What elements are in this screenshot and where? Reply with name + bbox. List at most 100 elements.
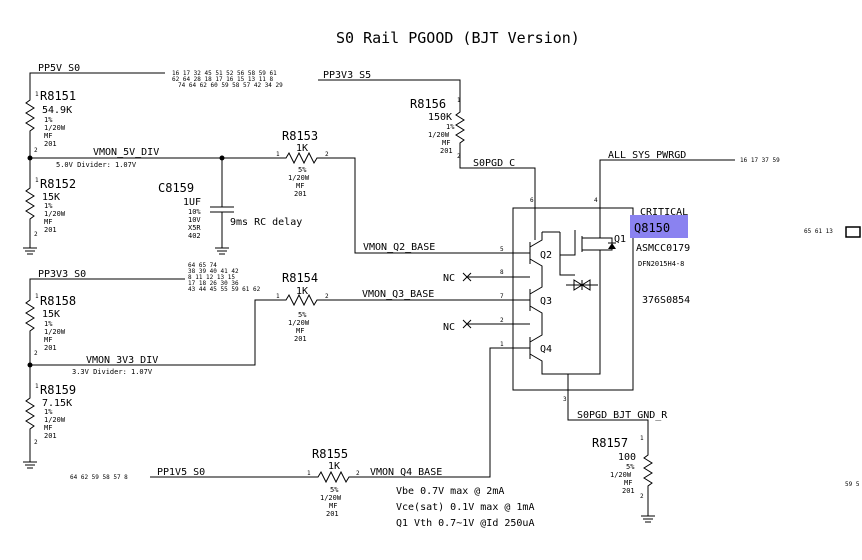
svg-text:201: 201 bbox=[294, 190, 307, 198]
r8152-ref: R8152 bbox=[40, 177, 76, 191]
svg-text:2: 2 bbox=[34, 350, 38, 357]
resistor-r8159: 1 R8159 7.15K 1% 1/20W MF 201 2 bbox=[23, 365, 76, 469]
resistor-r8152: 1 R8152 15K 1% 1/20W MF 201 2 bbox=[23, 158, 76, 255]
r8159-ref: R8159 bbox=[40, 383, 76, 397]
svg-text:Q2: Q2 bbox=[540, 250, 552, 261]
svg-text:1/20W: 1/20W bbox=[44, 328, 66, 336]
svg-text:201: 201 bbox=[622, 487, 635, 495]
svg-text:Q3: Q3 bbox=[540, 296, 552, 307]
nc-pin-8: NC bbox=[443, 272, 530, 284]
q8150-highlight bbox=[630, 215, 688, 238]
r8157-ref: R8157 bbox=[592, 436, 628, 450]
r8156-value: 150K bbox=[428, 112, 452, 123]
svg-text:MF: MF bbox=[296, 182, 304, 190]
svg-text:5: 5 bbox=[500, 246, 504, 253]
svg-text:1%: 1% bbox=[44, 408, 53, 416]
transistor-q1: Q1 bbox=[559, 208, 626, 291]
vmon-3v3-div-net: VMON_3V3_DIV 3.3V Divider: 1.07V bbox=[27, 299, 275, 376]
nc-label: NC bbox=[443, 273, 455, 284]
net-vmon-q4-base: VMON_Q4_BASE bbox=[370, 467, 442, 478]
r8156-ref: R8156 bbox=[410, 97, 446, 111]
svg-text:MF: MF bbox=[44, 132, 52, 140]
svg-text:2: 2 bbox=[640, 493, 644, 500]
svg-text:1/20W: 1/20W bbox=[288, 174, 310, 182]
transistor-q3: Q3 bbox=[505, 282, 552, 328]
svg-text:Q1: Q1 bbox=[614, 234, 626, 245]
net-pp3v3-s0: PP3V3_S0 bbox=[38, 269, 86, 280]
r8159-value: 7.15K bbox=[42, 398, 72, 409]
nc-label: NC bbox=[443, 322, 455, 333]
spec-notes: Vbe 0.7V max @ 2mA Vce(sat) 0.1V max @ 1… bbox=[396, 486, 534, 529]
net-pp5v-s0: PP5V_S0 bbox=[38, 63, 80, 74]
net-pp1v5-s0: PP1V5_S0 bbox=[157, 467, 205, 478]
ground-symbol bbox=[215, 240, 229, 255]
div-3v3-note: 3.3V Divider: 1.07V bbox=[72, 368, 153, 376]
critical-tag: CRITICAL bbox=[640, 207, 688, 218]
svg-text:8: 8 bbox=[500, 269, 504, 276]
svg-text:MF: MF bbox=[44, 218, 52, 226]
resistor-r8158: 1 R8158 15K 1% 1/20W MF 201 2 bbox=[25, 282, 76, 365]
c8159-value: 1UF bbox=[183, 197, 201, 208]
q8150-ref: Q8150 bbox=[634, 221, 670, 235]
svg-text:1: 1 bbox=[500, 341, 504, 348]
q8150-part: ASMCC0179 bbox=[636, 243, 690, 254]
svg-text:7: 7 bbox=[500, 293, 504, 300]
svg-text:MF: MF bbox=[296, 327, 304, 335]
svg-text:43 44 45 55 59 61 62: 43 44 45 55 59 61 62 bbox=[188, 286, 261, 293]
rc-delay-note: 9ms RC delay bbox=[230, 217, 302, 228]
svg-text:10V: 10V bbox=[188, 216, 201, 224]
svg-text:4: 4 bbox=[594, 197, 598, 204]
svg-text:1: 1 bbox=[276, 151, 280, 158]
svg-text:65 61 13: 65 61 13 bbox=[804, 228, 833, 235]
q8150-package: 6 4 5 8 7 2 1 3 Q2 NC bbox=[443, 197, 649, 440]
svg-text:5%: 5% bbox=[298, 166, 307, 174]
q8150-pn: 376S0854 bbox=[642, 295, 690, 306]
r8157-value: 100 bbox=[618, 452, 636, 463]
r8158-ref: R8158 bbox=[40, 294, 76, 308]
r8151-value: 54.9K bbox=[42, 105, 72, 116]
net-s0pgd-bjt-gnd-r: S0PGD_BJT_GND_R bbox=[577, 410, 668, 421]
svg-text:2: 2 bbox=[500, 317, 504, 324]
svg-text:201: 201 bbox=[326, 510, 339, 518]
note-vce: Vce(sat) 0.1V max @ 1mA bbox=[396, 502, 534, 513]
svg-text:1: 1 bbox=[457, 97, 461, 104]
svg-text:2: 2 bbox=[34, 231, 38, 238]
svg-text:1/20W: 1/20W bbox=[610, 471, 632, 479]
svg-text:MF: MF bbox=[329, 502, 337, 510]
ground-symbol bbox=[23, 240, 37, 255]
svg-text:2: 2 bbox=[34, 439, 38, 446]
r8155-value: 1K bbox=[328, 461, 340, 472]
svg-text:5%: 5% bbox=[298, 311, 307, 319]
svg-text:MF: MF bbox=[442, 139, 450, 147]
svg-text:1: 1 bbox=[276, 293, 280, 300]
svg-text:2: 2 bbox=[34, 147, 38, 154]
svg-text:1/20W: 1/20W bbox=[288, 319, 310, 327]
svg-text:X5R: X5R bbox=[188, 224, 201, 232]
svg-text:201: 201 bbox=[44, 344, 57, 352]
page-title: S0 Rail PGOOD (BJT Version) bbox=[336, 29, 580, 47]
svg-text:38 39 40 41 42: 38 39 40 41 42 bbox=[188, 268, 239, 275]
svg-text:59 5: 59 5 bbox=[845, 481, 860, 488]
r8153-ref: R8153 bbox=[282, 129, 318, 143]
svg-text:MF: MF bbox=[44, 424, 52, 432]
svg-text:Q4: Q4 bbox=[540, 344, 552, 355]
r8158-value: 15K bbox=[42, 309, 60, 320]
note-vbe: Vbe 0.7V max @ 2mA bbox=[396, 486, 504, 497]
pp3v3-s0-rail: PP3V3_S0 64 65 74 38 39 40 41 42 8 11 12… bbox=[29, 262, 261, 293]
vmon-5v-div-net: VMON_5V_DIV 5.0V Divider: 1.07V bbox=[27, 147, 270, 169]
svg-text:1: 1 bbox=[35, 91, 39, 98]
svg-text:1/20W: 1/20W bbox=[44, 416, 66, 424]
svg-text:1/20W: 1/20W bbox=[320, 494, 342, 502]
svg-text:1: 1 bbox=[35, 293, 39, 300]
svg-text:1%: 1% bbox=[446, 123, 455, 131]
svg-text:2: 2 bbox=[325, 293, 329, 300]
svg-text:6: 6 bbox=[530, 197, 534, 204]
svg-text:1: 1 bbox=[35, 383, 39, 390]
svg-text:1%: 1% bbox=[44, 320, 53, 328]
xref-pp5v-3: 74 64 62 60 59 58 57 42 34 29 bbox=[178, 82, 283, 89]
c8159-ref: C8159 bbox=[158, 181, 194, 195]
svg-text:1/20W: 1/20W bbox=[44, 124, 66, 132]
svg-text:2: 2 bbox=[457, 153, 461, 160]
svg-text:1%: 1% bbox=[44, 116, 53, 124]
xref-pp5v-2: 62 64 28 18 17 16 15 13 11 8 bbox=[172, 76, 274, 83]
